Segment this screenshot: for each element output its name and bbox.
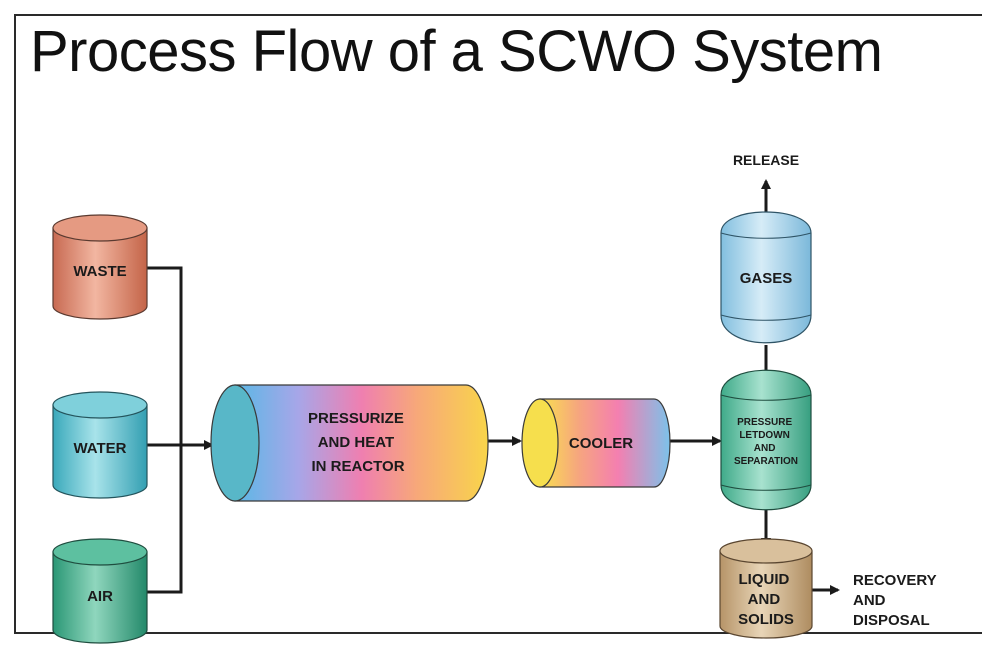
liquid-solids-label: LIQUID AND SOLIDS [738, 571, 794, 628]
separator-label-line-1: PRESSURE [737, 417, 792, 428]
separator-vessel: PRESSURE LETDOWN AND SEPARATION [720, 369, 812, 511]
reactor-label-line-3: IN REACTOR [311, 458, 404, 475]
cooler-vessel: COOLER [521, 398, 671, 488]
water-label: WATER [73, 440, 126, 457]
gases-vessel: GASES [720, 211, 812, 344]
recovery-line-2: AND [853, 592, 886, 609]
liquid-solids-line-1: LIQUID [738, 571, 789, 588]
release-label: RELEASE [733, 152, 799, 168]
separator-label: PRESSURE LETDOWN AND SEPARATION [734, 417, 798, 467]
recovery-label: RECOVERY AND DISPOSAL [853, 572, 941, 629]
recovery-line-1: RECOVERY [853, 572, 937, 589]
liquid-solids-line-3: SOLIDS [738, 611, 794, 628]
liquid-solids-tank: LIQUID AND SOLIDS [719, 538, 813, 639]
separator-label-line-2: LETDOWN [739, 430, 790, 441]
cooler-label: COOLER [569, 435, 633, 452]
gases-label: GASES [740, 270, 793, 287]
reactor-label-line-1: PRESSURIZE [308, 410, 404, 427]
waste-label: WASTE [73, 263, 126, 280]
reactor-vessel: PRESSURIZE AND HEAT IN REACTOR [210, 384, 489, 502]
slide-frame [14, 14, 982, 634]
recovery-line-3: DISPOSAL [853, 612, 930, 629]
separator-label-line-4: SEPARATION [734, 456, 798, 467]
waste-air-manifold [146, 266, 183, 594]
page-title: Process Flow of a SCWO System [30, 19, 883, 84]
air-tank: AIR [52, 538, 148, 644]
water-tank: WATER [52, 391, 148, 499]
liquid-solids-line-2: AND [748, 591, 781, 608]
separator-label-line-3: AND [754, 443, 776, 454]
reactor-label: PRESSURIZE AND HEAT IN REACTOR [308, 410, 408, 475]
air-label: AIR [87, 588, 113, 605]
reactor-label-line-2: AND HEAT [318, 434, 394, 451]
waste-tank: WASTE [52, 214, 148, 320]
